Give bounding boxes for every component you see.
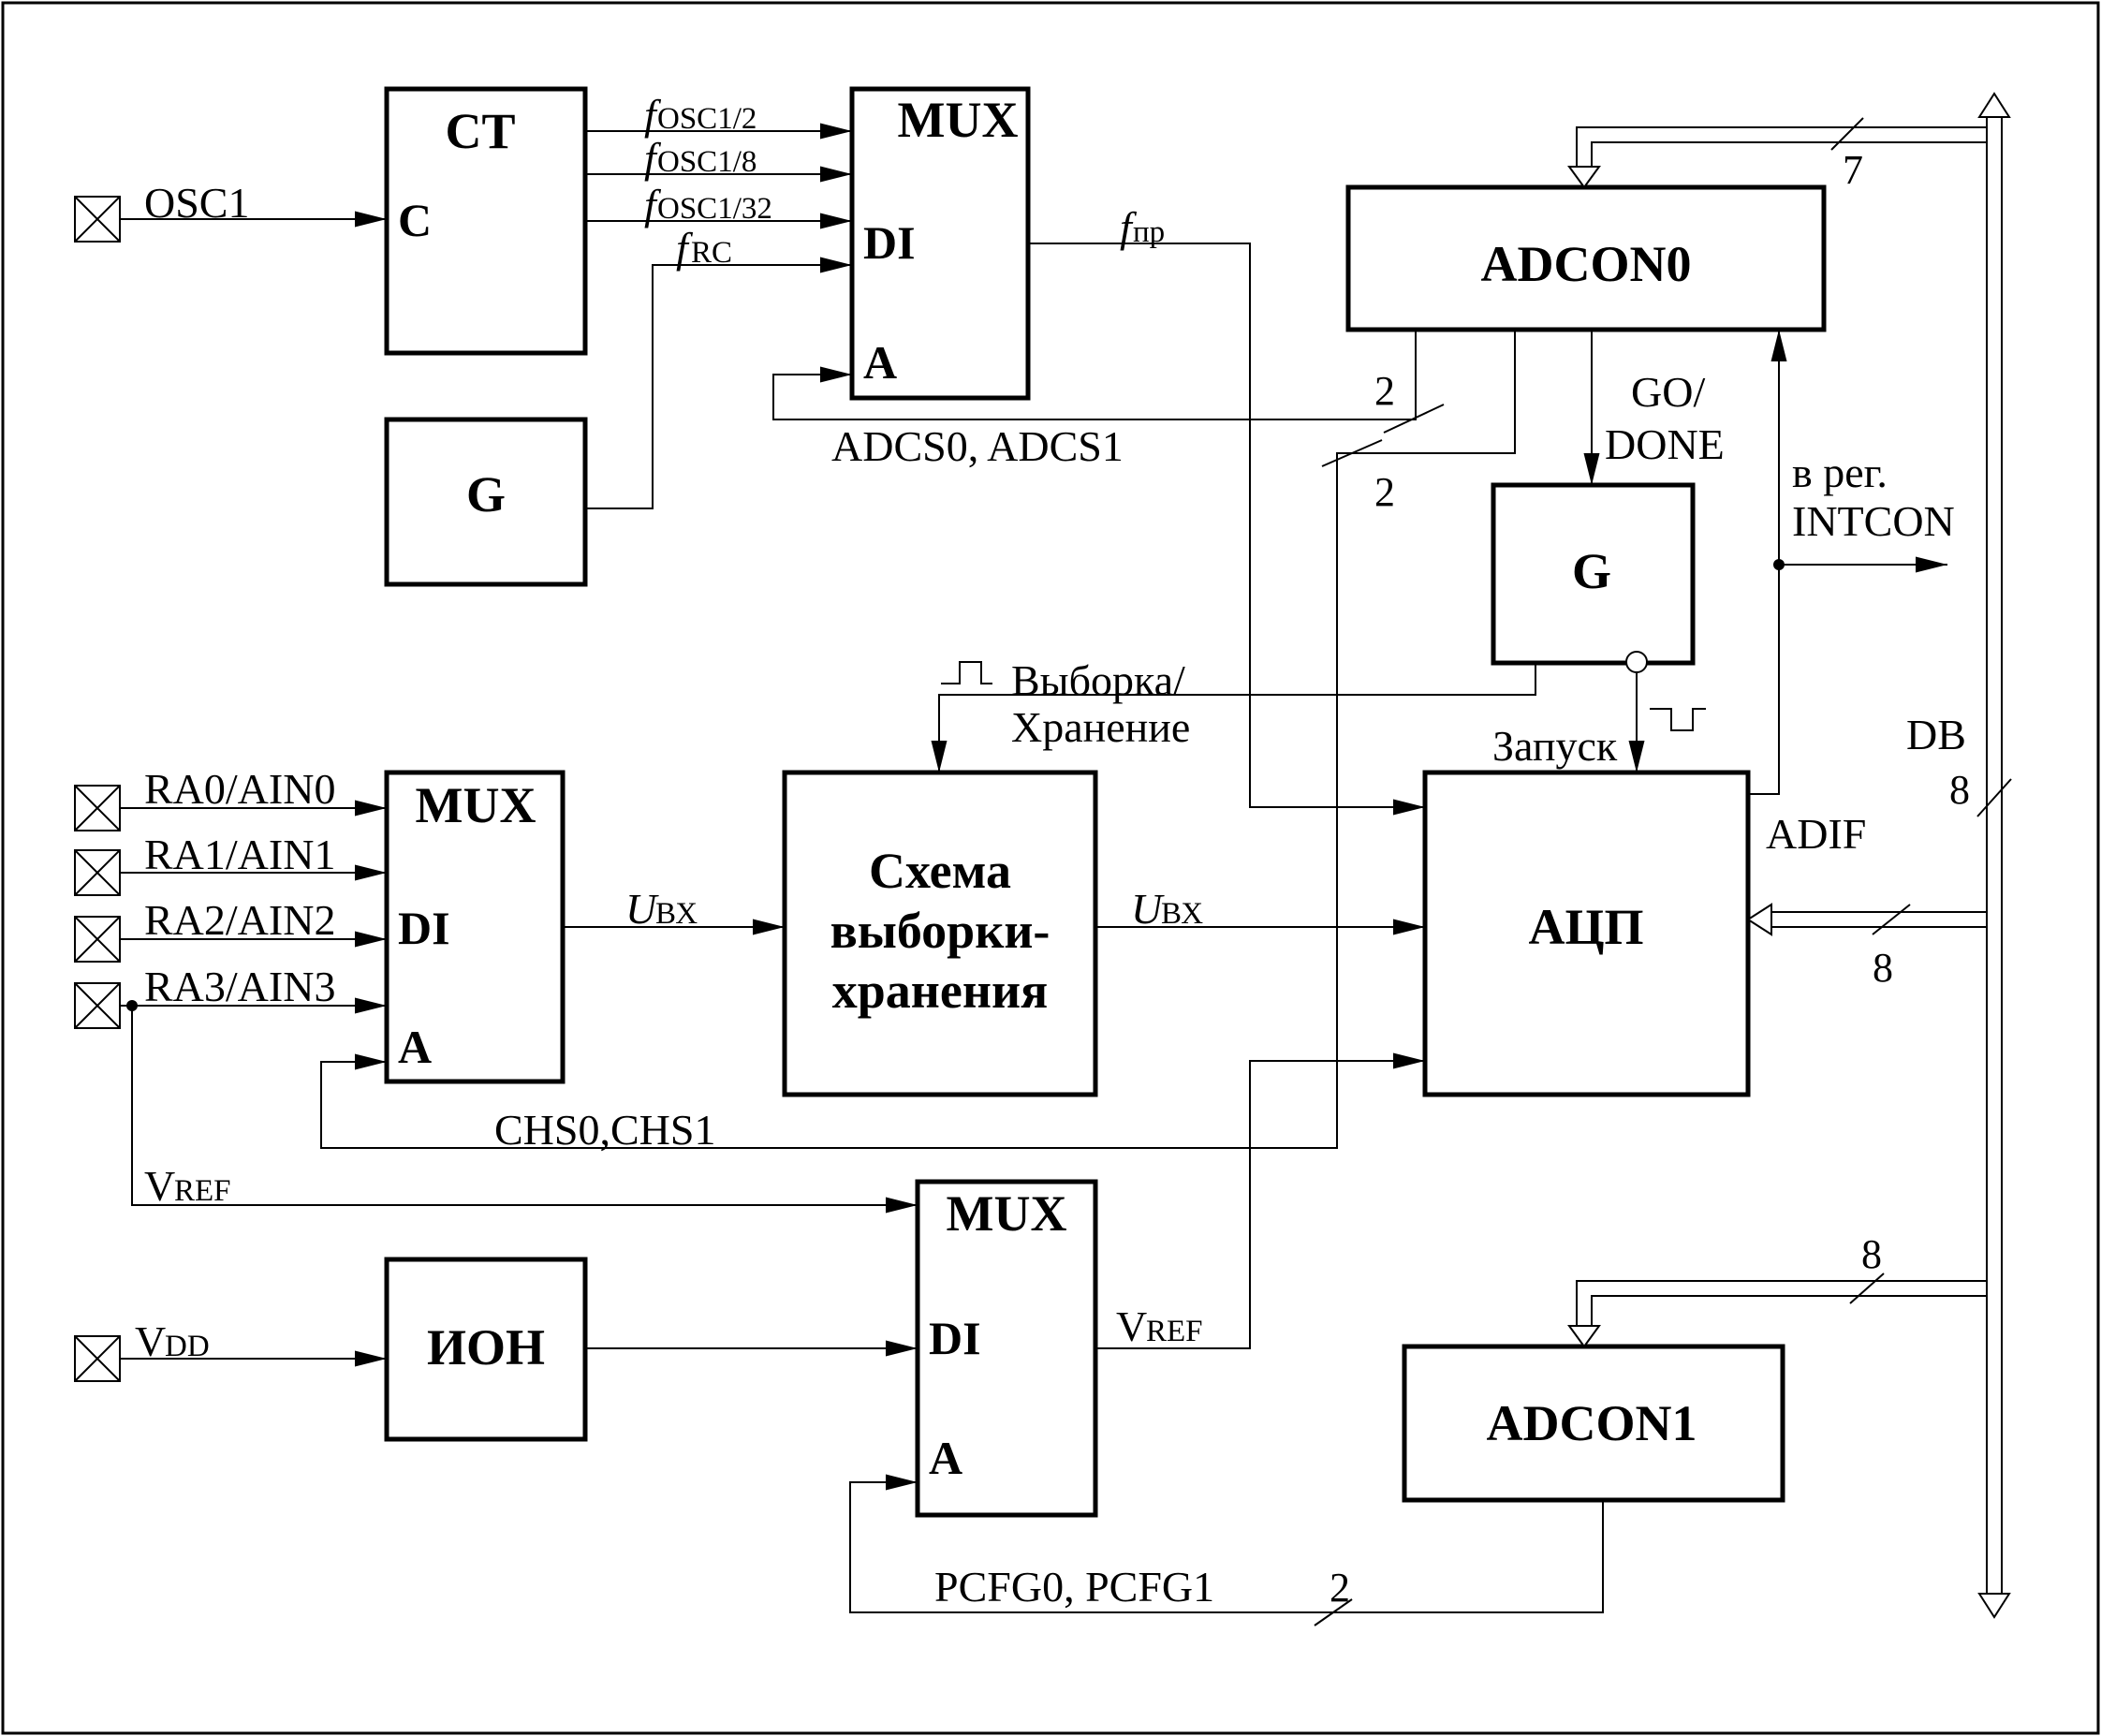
label-start: Запуск: [1492, 722, 1618, 770]
mux-clock-block: MUX DI A: [849, 86, 1031, 401]
label-fosc8: f OSC1/8: [644, 134, 757, 182]
sample-hold-line1: Схема: [869, 843, 1011, 899]
label-fosc8-sub: OSC1/8: [657, 145, 757, 179]
label-ra2: RA2/AIN2: [144, 896, 335, 944]
generator-top-title: G: [466, 466, 506, 522]
pin-osc1-terminal: [74, 196, 121, 243]
label-frc-sub: RC: [691, 236, 732, 270]
sample-hold-block: Схема выборки- хранения: [782, 770, 1098, 1097]
mux-ref-title: MUX: [947, 1185, 1067, 1242]
label-fosc2-sub: OSC1/2: [657, 102, 757, 136]
mux-ref-a: A: [929, 1432, 962, 1484]
label-frc: f RC: [676, 224, 732, 272]
label-fpr: f пр: [1120, 203, 1165, 251]
ion-title: ИОН: [427, 1319, 545, 1376]
label-ra1: RA1/AIN1: [144, 831, 335, 878]
label-ra0: RA0/AIN0: [144, 765, 335, 813]
label-done: DONE: [1605, 420, 1725, 468]
label-intcon-1: в рег.: [1792, 449, 1888, 496]
label-vdd: V DD: [135, 1317, 210, 1365]
label-ubx-2: U ВХ: [1131, 885, 1203, 933]
mux-clock-title: MUX: [898, 92, 1019, 148]
adcon1-title: ADCON1: [1487, 1395, 1697, 1451]
sample-hold-line2: выборки-: [830, 903, 1050, 959]
label-sample: Выборка/: [1011, 656, 1185, 704]
counter-title: CT: [445, 103, 515, 159]
mux-ref-di: DI: [929, 1312, 981, 1364]
pin-ra3-terminal: [74, 982, 121, 1029]
label-osc1: OSC1: [144, 179, 249, 227]
pin-vdd-terminal: [74, 1335, 121, 1382]
label-adcs-width: 2: [1374, 368, 1395, 414]
adcon1-block: ADCON1: [1402, 1344, 1785, 1503]
label-chs: CHS0,CHS1: [494, 1106, 715, 1154]
label-vref-2-v: V: [1116, 1302, 1147, 1350]
label-go: GO/: [1631, 368, 1705, 416]
generator-top-block: G: [384, 417, 588, 587]
label-vref-1-v: V: [144, 1162, 175, 1210]
adc-block: АЦП: [1422, 770, 1751, 1097]
counter-block: CT C: [384, 86, 588, 356]
label-hold: Хранение: [1011, 703, 1190, 751]
sample-hold-line3: хранения: [832, 963, 1049, 1019]
label-ubx-2-u: U: [1131, 885, 1165, 933]
label-ra3: RA3/AIN3: [144, 963, 335, 1010]
mux-ref-block: MUX DI A: [915, 1179, 1098, 1518]
inverted-output-bubble: [1625, 651, 1648, 673]
label-adcs: ADCS0, ADCS1: [831, 422, 1124, 470]
junction-dot-ra3: [126, 1000, 138, 1011]
label-adc-bus-width: 8: [1873, 945, 1893, 991]
mux-input-di: DI: [398, 902, 450, 954]
ion-block: ИОН: [384, 1257, 588, 1442]
label-ubx-1-u: U: [625, 885, 659, 933]
label-intcon-2: INTCON: [1792, 497, 1955, 545]
label-ubx-2-sub: ВХ: [1161, 897, 1203, 931]
label-fpr-sub: пр: [1133, 215, 1165, 249]
label-fosc32-sub: OSC1/32: [657, 192, 772, 226]
pulse-symbol-sample: [941, 661, 992, 684]
pin-terminals: [74, 196, 121, 1382]
label-ubx-1: U ВХ: [625, 885, 698, 933]
label-pcfg-width: 2: [1330, 1565, 1350, 1611]
label-vref-1: V REF: [144, 1162, 231, 1210]
pin-ra2-terminal: [74, 916, 121, 963]
pulse-symbol-start: [1650, 708, 1706, 731]
label-vdd-v: V: [135, 1317, 166, 1365]
adcon0-title: ADCON0: [1481, 236, 1692, 292]
pin-ra1-terminal: [74, 849, 121, 896]
label-db: DB: [1906, 711, 1966, 758]
label-chs-width: 2: [1374, 469, 1395, 515]
mux-clock-di: DI: [863, 216, 916, 269]
label-adcon1-bus-width: 8: [1861, 1231, 1882, 1277]
mux-input-a: A: [398, 1021, 432, 1073]
label-fosc32: f OSC1/32: [644, 181, 772, 228]
adcon0-block: ADCON0: [1345, 184, 1827, 332]
adc-title: АЦП: [1528, 899, 1643, 955]
data-bus: [1567, 92, 2011, 1619]
label-vref-2-sub: REF: [1146, 1315, 1203, 1348]
label-adif: ADIF: [1766, 810, 1866, 858]
label-vref-1-sub: REF: [174, 1174, 231, 1208]
label-vdd-sub: DD: [165, 1330, 210, 1363]
mux-input-title: MUX: [416, 777, 536, 833]
label-ubx-1-sub: ВХ: [655, 897, 698, 931]
label-adcon0-bus-width: 7: [1843, 147, 1863, 193]
label-db-width: 8: [1949, 767, 1970, 813]
junction-dot-adif: [1773, 559, 1785, 570]
generator-right-title: G: [1572, 543, 1611, 599]
label-pcfg: PCFG0, PCFG1: [934, 1563, 1214, 1611]
generator-right-block: G: [1491, 482, 1696, 666]
label-fosc2: f OSC1/2: [644, 91, 757, 139]
counter-pin-c: C: [398, 194, 432, 246]
label-vref-2: V REF: [1116, 1302, 1203, 1350]
mux-clock-a: A: [863, 336, 897, 389]
pin-ra0-terminal: [74, 785, 121, 831]
mux-input-block: MUX DI A: [384, 770, 566, 1084]
bus-width-ticks: [1314, 117, 2012, 1626]
wires: [120, 123, 1947, 1613]
